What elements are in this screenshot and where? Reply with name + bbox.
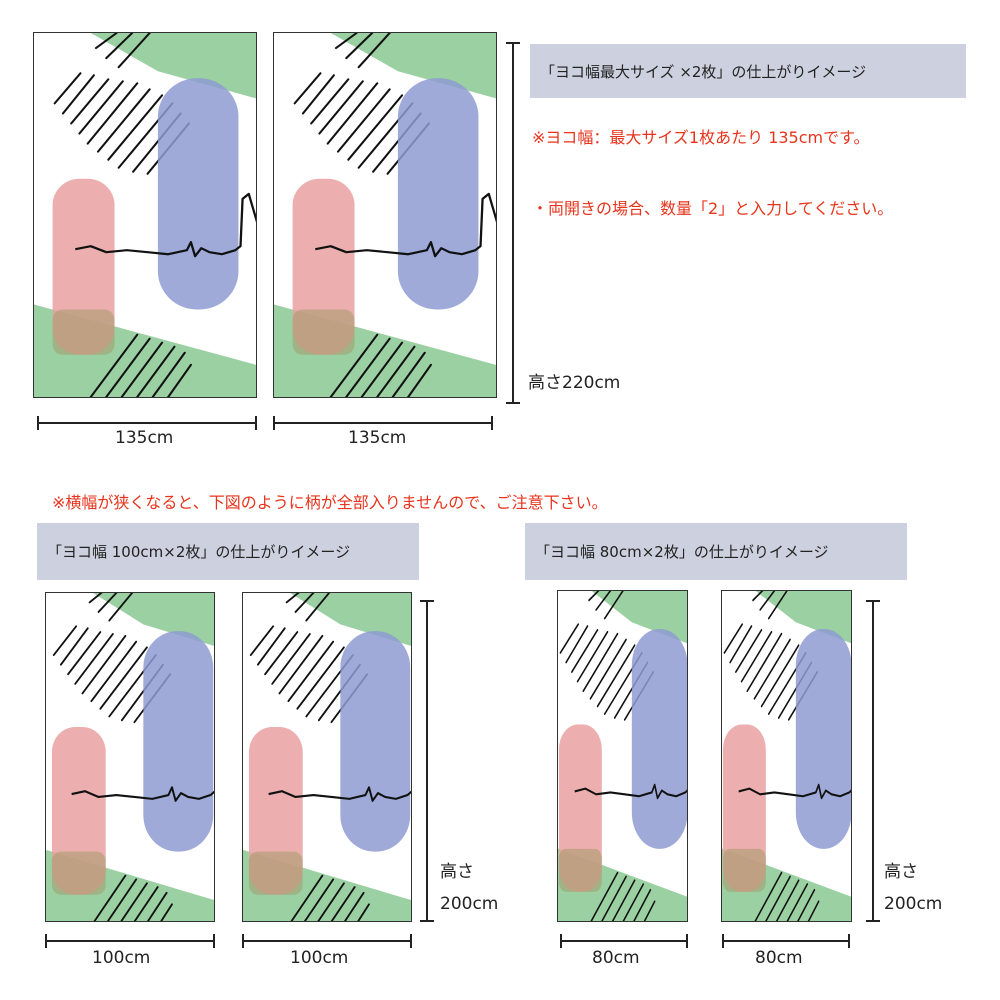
- height-dimension-200-left: [420, 600, 434, 922]
- height-label-200-right-b: 200cm: [884, 894, 943, 914]
- height-label-200-left-b: 200cm: [440, 894, 499, 914]
- caption-max-size: 「ヨコ幅最大サイズ ×2枚」の仕上がりイメージ: [530, 44, 966, 98]
- width-dimension-80-left: [560, 934, 688, 948]
- curtain-panel-80-left: [557, 590, 688, 922]
- width-dimension-80-right: [722, 934, 850, 948]
- width-dimension-100-left: [45, 934, 215, 948]
- width-label-80-left: 80cm: [592, 948, 640, 968]
- curtain-panel-100-left: [45, 592, 215, 922]
- width-dimension-135-right: [273, 416, 493, 430]
- height-label-200-right-a: 高さ: [884, 862, 918, 882]
- curtain-panel-135-right: [273, 32, 497, 398]
- height-label-200-left-a: 高さ: [440, 862, 474, 882]
- curtain-panel-100-right: [242, 592, 412, 922]
- width-label-135-right: 135cm: [348, 428, 407, 448]
- curtain-panel-135-left: [33, 32, 257, 398]
- width-dimension-135-left: [37, 416, 257, 430]
- warning-narrow-width: ※横幅が狭くなると、下図のように柄が全部入りませんので、ご注意下さい。: [52, 493, 608, 512]
- curtain-panel-80-right: [721, 590, 852, 922]
- note-double-open: ・両開きの場合、数量「2」と入力してください。: [532, 199, 894, 218]
- height-label-220: 高さ220cm: [528, 373, 621, 393]
- width-dimension-100-right: [242, 934, 412, 948]
- width-label-100-right: 100cm: [290, 948, 349, 968]
- caption-100cm: 「ヨコ幅 100cm×2枚」の仕上がりイメージ: [37, 523, 419, 580]
- caption-80cm: 「ヨコ幅 80cm×2枚」の仕上がりイメージ: [525, 523, 907, 580]
- height-dimension-200-right: [866, 600, 880, 922]
- width-label-80-right: 80cm: [755, 948, 803, 968]
- note-max-width: ※ヨコ幅：最大サイズ1枚あたり 135cmです。: [532, 128, 870, 147]
- width-label-135-left: 135cm: [115, 428, 174, 448]
- width-label-100-left: 100cm: [92, 948, 151, 968]
- height-dimension-220: [506, 42, 520, 404]
